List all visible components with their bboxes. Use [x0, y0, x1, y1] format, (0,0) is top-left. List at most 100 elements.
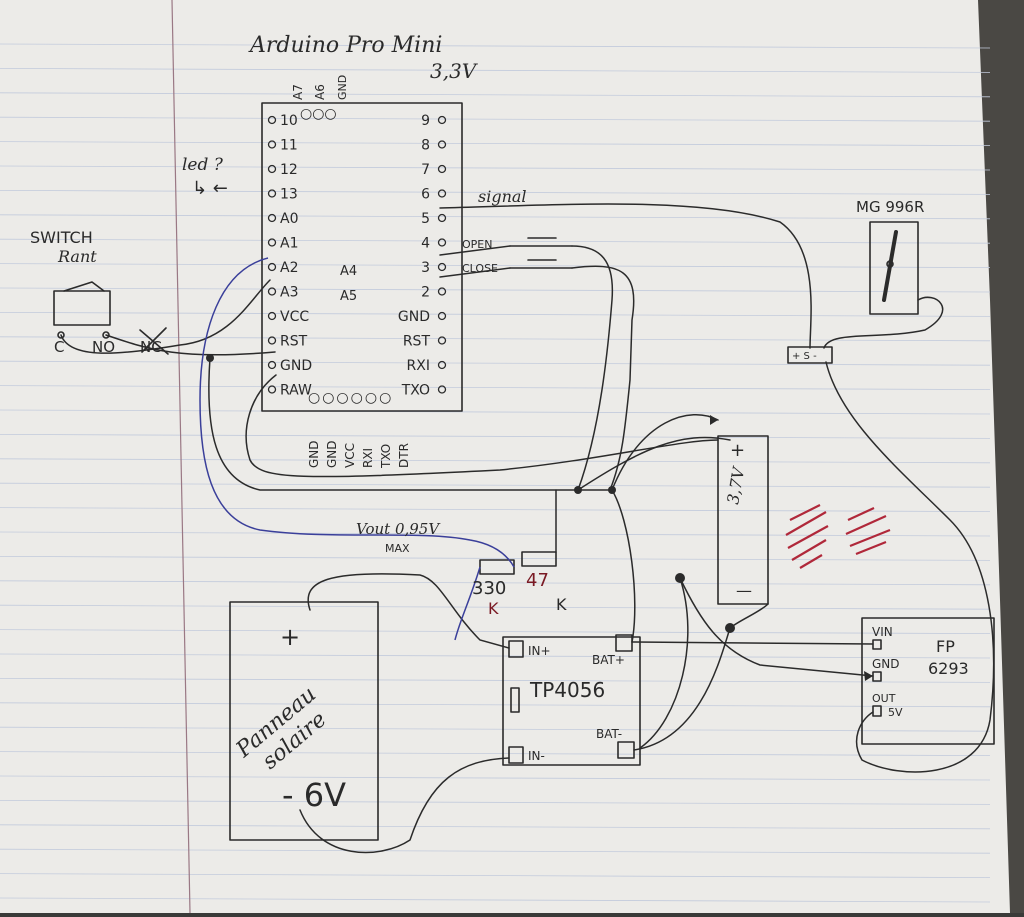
servo-pins: + S -	[792, 351, 817, 362]
battery-minus: —	[736, 581, 752, 600]
ruled-line	[0, 507, 991, 513]
right-pin-label: 9	[421, 113, 430, 129]
top-pin-holes: ○○○	[300, 106, 337, 122]
ruled-line	[0, 751, 991, 756]
left-pin-hole	[267, 336, 277, 345]
right-pin-hole	[437, 140, 447, 149]
arduino-voltage: 3,3V	[430, 59, 479, 83]
ruled-line	[0, 116, 991, 122]
ruled-line	[0, 702, 991, 708]
ruled-line	[0, 873, 991, 878]
boost-name-1: FP	[936, 637, 955, 656]
right-pin-hole	[437, 238, 447, 247]
red-scribble-right	[845, 507, 891, 556]
tp4056-bat-plus-pad	[615, 634, 633, 652]
led-note: led ?	[182, 155, 224, 175]
ruled-line	[0, 311, 991, 317]
resistor-330: 330	[472, 578, 506, 599]
servo-body	[869, 221, 919, 315]
table-edge	[978, 0, 1024, 913]
tp4056-bat-plus: BAT+	[592, 653, 625, 667]
bottom-pin-holes: ○○○○○○	[308, 390, 393, 406]
left-pin-label: VCC	[280, 309, 309, 325]
right-pin-label: TXO	[401, 383, 430, 399]
junction-gnd	[206, 354, 214, 362]
wire-battery-to-vcc	[577, 436, 731, 491]
ruled-line	[0, 68, 991, 73]
ruled-line	[0, 385, 991, 391]
tp4056-in-minus-pad	[508, 746, 524, 764]
left-pin-hole	[267, 360, 277, 370]
ruled-line	[0, 287, 991, 293]
right-pin-label: 7	[421, 162, 430, 178]
bottom-pin-label: GND	[307, 440, 321, 468]
led-arrow: ↳ ←	[192, 178, 228, 199]
right-pin-label: RXI	[407, 358, 430, 374]
bottom-pin-label: DTR	[397, 443, 411, 468]
close-contact	[509, 259, 573, 269]
open-contact	[509, 237, 573, 247]
switch-c-label: C	[54, 338, 64, 356]
boost-out-pad	[872, 705, 882, 717]
boost-gnd: GND	[872, 657, 900, 671]
tp4056-in-plus: IN+	[528, 644, 551, 658]
ruled-line	[0, 141, 991, 147]
wire-close	[439, 265, 635, 491]
battery-cell	[717, 435, 769, 605]
arduino-title: Arduino Pro Mini	[248, 33, 442, 58]
junctions	[206, 354, 735, 633]
boost-name-2: 6293	[928, 659, 969, 678]
ruled-line	[0, 897, 991, 903]
tp4056-name: TP4056	[529, 678, 605, 702]
wire-servo-power	[823, 296, 944, 349]
right-pin-label: 6	[421, 187, 430, 203]
servo-hub	[886, 260, 894, 268]
ruled-line	[0, 775, 991, 781]
top-pin-a7: A7	[291, 84, 305, 100]
close-label: CLOSE	[462, 262, 498, 275]
ruled-line	[0, 165, 991, 171]
red-scribble-left	[785, 504, 829, 569]
boost-vin: VIN	[872, 625, 893, 639]
wire-blue-vout	[199, 257, 515, 641]
max-label: MAX	[385, 542, 410, 555]
ruled-line	[0, 43, 991, 49]
solar-voltage: - 6V	[282, 776, 346, 814]
inner-pin-a5: A5	[340, 289, 357, 304]
switch-body	[53, 290, 111, 326]
boost-out-v: 5V	[888, 706, 903, 719]
ruled-line	[0, 263, 991, 269]
left-pin-hole	[267, 385, 277, 394]
ruled-line	[0, 800, 991, 805]
right-pin-label: 2	[421, 285, 430, 301]
left-pin-hole	[267, 262, 277, 272]
right-pin-label: 5	[421, 211, 430, 227]
left-pin-hole	[267, 189, 277, 198]
arrowhead-battery-plus	[710, 415, 718, 425]
signal-label: signal	[478, 187, 527, 206]
right-pin-hole	[437, 311, 447, 321]
right-pin-label: RST	[403, 334, 431, 350]
right-pin-label: 3	[421, 260, 430, 276]
ruled-line	[0, 409, 991, 415]
ruled-line	[0, 824, 991, 830]
tp4056-in-plus-pad	[508, 640, 524, 658]
switch-nc-label: NC	[140, 338, 162, 356]
ruled-line	[0, 556, 991, 561]
ruled-line	[0, 360, 991, 366]
left-pin-label: 12	[280, 162, 298, 178]
right-pin-hole	[437, 213, 447, 223]
wire-tp-bat-plus	[639, 577, 689, 749]
junction-b	[608, 486, 616, 494]
ruled-line	[0, 189, 991, 195]
switch-terminal-c	[57, 331, 65, 339]
tp4056-bat-minus: BAT-	[596, 727, 622, 741]
ruled-line	[0, 458, 991, 464]
bottom-pin-label: TXO	[379, 444, 393, 469]
left-pin-hole	[267, 311, 277, 321]
left-pin-hole	[267, 287, 277, 296]
left-pin-label: RAW	[280, 383, 312, 399]
wire-raw	[245, 374, 719, 478]
